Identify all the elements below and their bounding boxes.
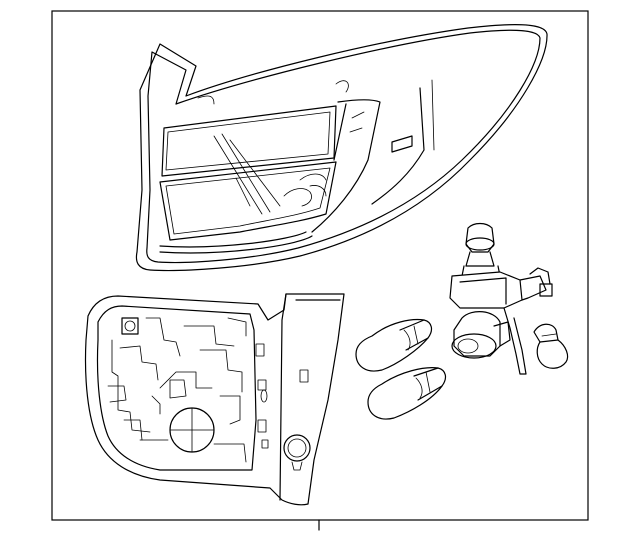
bulb-large-lower xyxy=(367,367,447,420)
bulb-large-upper xyxy=(355,318,433,372)
lamp-back-housing xyxy=(84,293,345,506)
tail-lamp-lens-housing xyxy=(135,24,548,272)
bulb-socket-harness xyxy=(449,222,553,375)
bulb-small xyxy=(533,323,569,369)
